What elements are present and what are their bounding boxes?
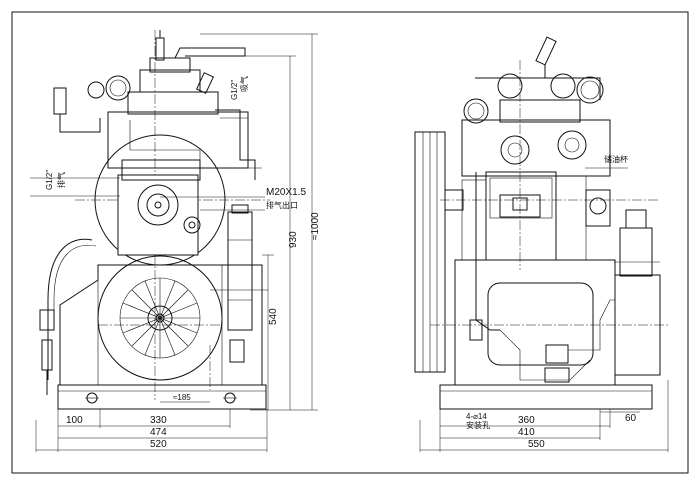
side-solenoid (545, 344, 569, 364)
dim-930: 930 (288, 231, 299, 248)
side-cylinder (485, 171, 557, 261)
side-view: 储油杯 4-⌀14 安装孔 60 360 410 550 (414, 36, 669, 452)
suction-pipe (174, 47, 246, 59)
side-gauge-2 (497, 73, 523, 99)
dim-550: 550 (528, 439, 545, 450)
side-base-plate (439, 384, 653, 410)
oil-separator (227, 211, 253, 331)
dim-100: 100 (66, 415, 83, 426)
bolt-label: 4-⌀14 (466, 412, 487, 421)
dim-520: 520 (150, 439, 167, 450)
side-gauge-1 (463, 98, 489, 124)
gauge-left (105, 75, 131, 101)
pipe-label-left: G1/2" (45, 170, 54, 190)
pipe-label-top: G1/2" (230, 80, 239, 100)
dim-185: ≈185 (173, 393, 191, 402)
pipe-label-left-sub: 排气 (56, 172, 66, 188)
crankcase-cover (487, 282, 594, 366)
front-view: G1/2" 吸气 G1/2" 排气 M20X1.5 排气出口 930 ≈1000… (30, 30, 321, 452)
base-plate (57, 384, 267, 410)
side-cylinder-head (461, 119, 611, 177)
dim-410: 410 (518, 427, 535, 438)
dim-474: 474 (150, 427, 167, 438)
pipe-label-top-sub: 吸气 (239, 76, 249, 92)
side-gauge-3 (550, 73, 576, 99)
drawing-border (11, 11, 689, 474)
exhaust-label: 排气出口 (266, 200, 298, 210)
cylinder-body (94, 134, 226, 266)
discharge-line (47, 238, 93, 380)
dim-360: 360 (518, 415, 535, 426)
flywheel (97, 255, 223, 381)
dim-540: 540 (268, 308, 279, 325)
dim-60: 60 (625, 413, 637, 424)
side-gauge-4 (576, 76, 604, 104)
bolt-sub: 安装孔 (466, 420, 490, 430)
dim-1000: ≈1000 (310, 212, 321, 240)
dim-330: 330 (150, 415, 167, 426)
side-oil-separator (619, 227, 653, 277)
valve-left (53, 87, 67, 115)
crankcase (59, 264, 263, 385)
thread-label: M20X1.5 (266, 187, 306, 198)
fan-spokes (120, 278, 200, 358)
oil-cup-label: 储油杯 (604, 154, 628, 164)
